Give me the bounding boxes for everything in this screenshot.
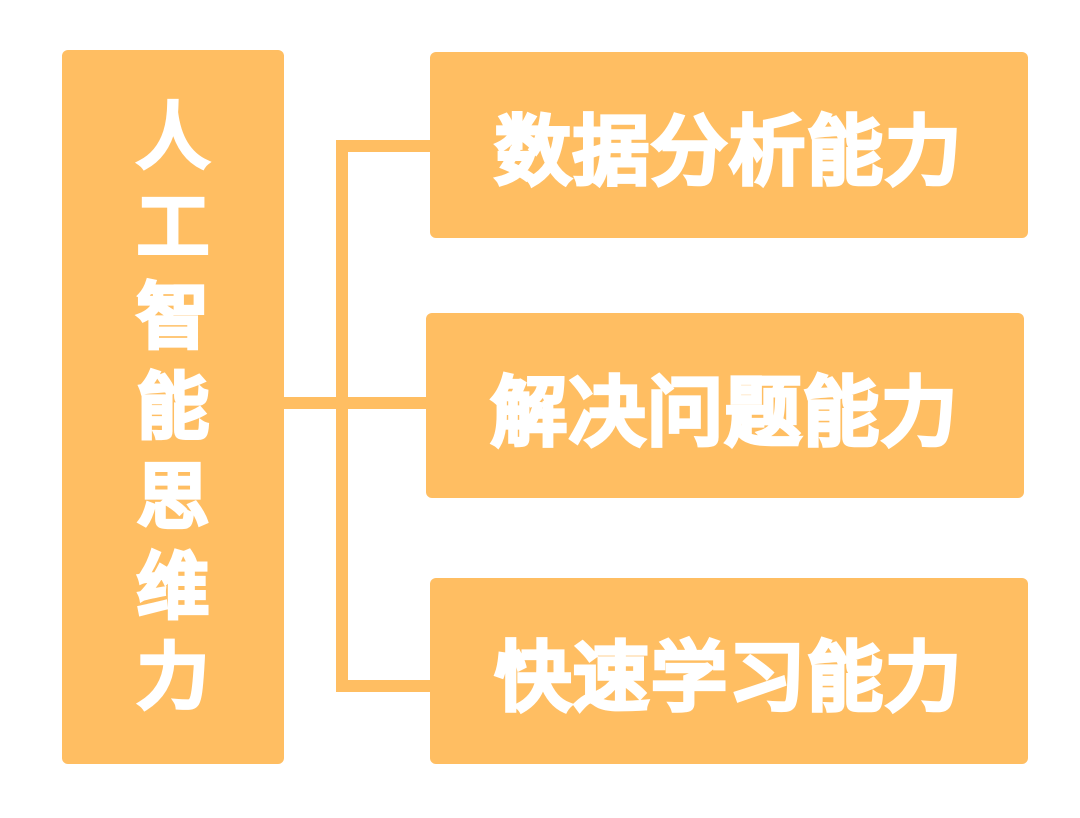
- branch-node-label: 解决问题能力: [490, 366, 959, 458]
- connector-branch-1: [342, 140, 432, 152]
- connector-branch-3: [342, 680, 432, 692]
- connector-branch-2: [342, 397, 428, 409]
- root-char: 思: [135, 455, 210, 539]
- root-char: 能: [135, 365, 210, 449]
- branch-node-fast-learning: 快速学习能力: [430, 578, 1028, 764]
- branch-node-problem-solving: 解决问题能力: [426, 313, 1024, 498]
- root-char: 工: [135, 185, 210, 269]
- root-char: 智: [135, 275, 210, 359]
- root-node-label: 人 工 智 能 思 维 力: [135, 95, 210, 719]
- root-char: 人: [135, 95, 210, 179]
- branch-node-data-analysis: 数据分析能力: [430, 52, 1028, 238]
- connector-root-stem: [284, 397, 342, 409]
- branch-node-label: 快速学习能力: [494, 632, 963, 724]
- root-node: 人 工 智 能 思 维 力: [62, 50, 284, 764]
- root-char: 维: [135, 545, 210, 629]
- connector-spine: [336, 140, 348, 692]
- branch-node-label: 数据分析能力: [494, 106, 963, 198]
- root-char: 力: [135, 635, 210, 719]
